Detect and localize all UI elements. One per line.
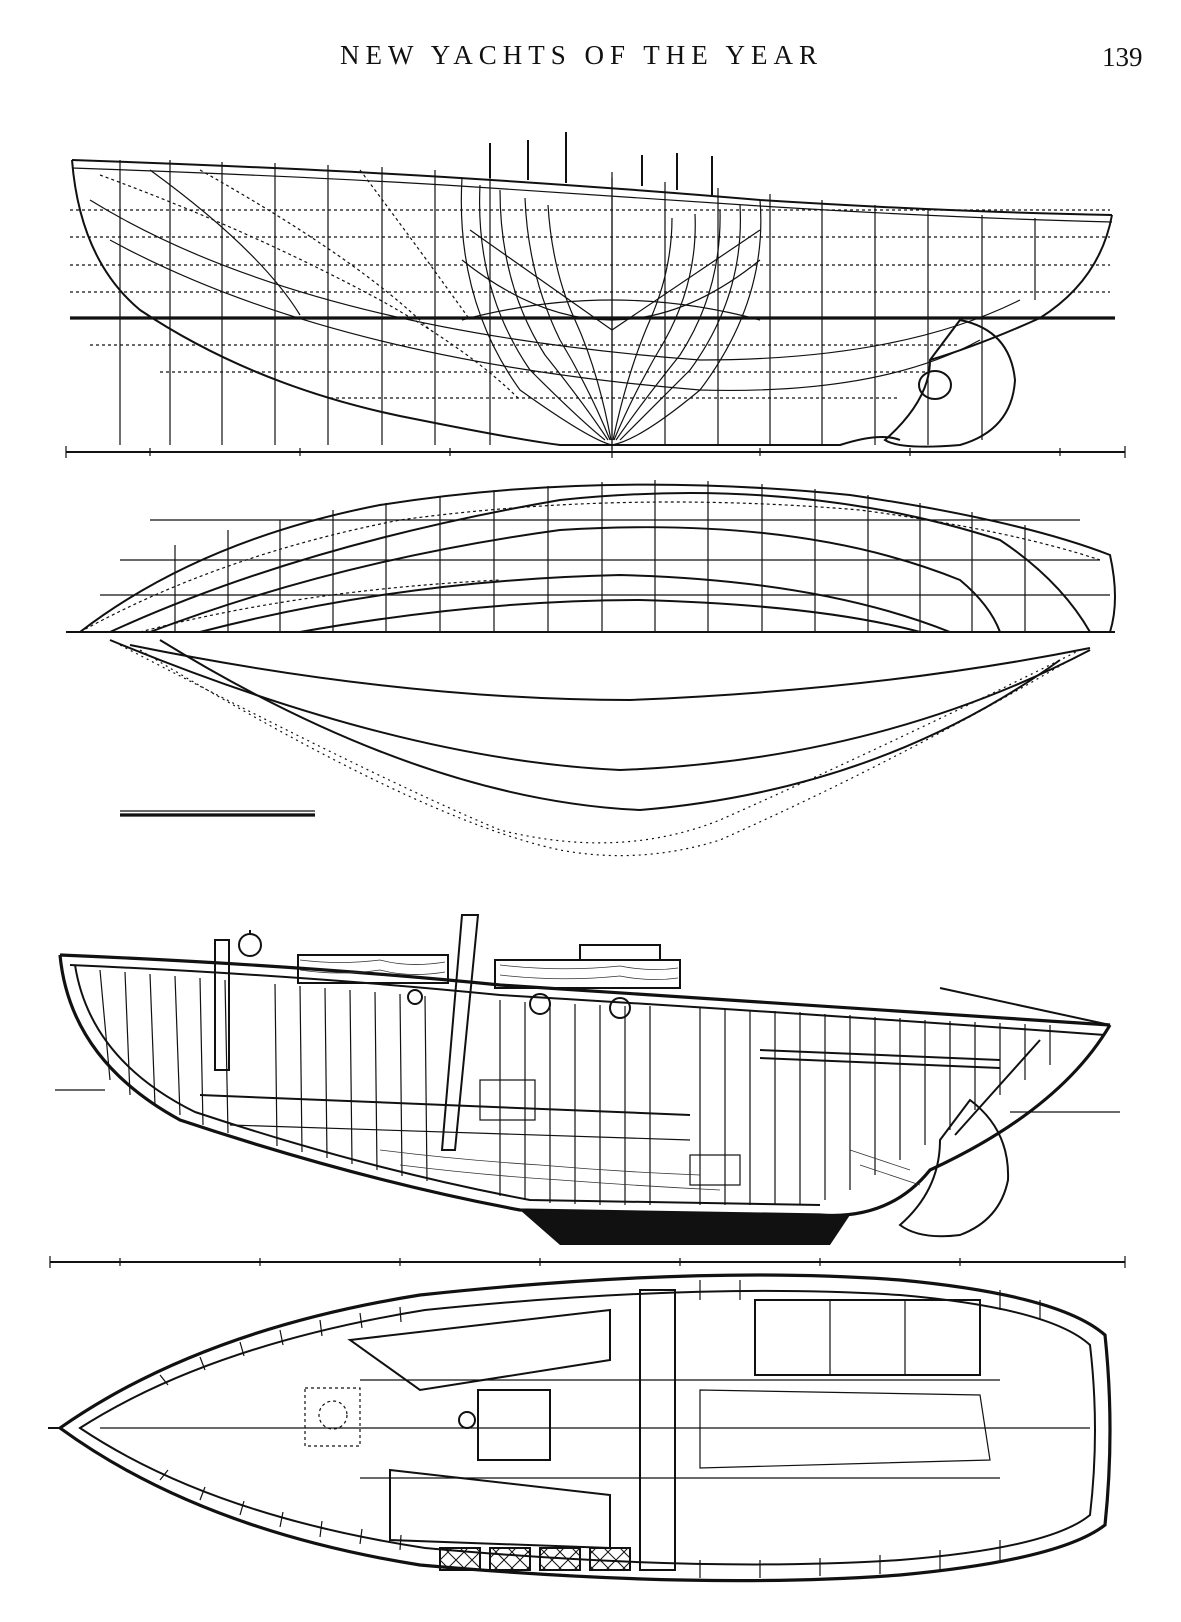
ballast-keel — [520, 1210, 850, 1245]
running-head: NEW YACHTS OF THE YEAR — [340, 40, 824, 70]
engine-hatch — [477, 1389, 551, 1461]
half-breadth-plan — [66, 480, 1116, 857]
mast — [440, 914, 480, 1151]
bulkhead — [639, 1289, 676, 1571]
page-header: NEW YACHTS OF THE YEAR 139 — [0, 40, 1181, 80]
berth-lattice-lower — [389, 1468, 611, 1550]
inboard-profile — [49, 914, 1126, 1268]
cockpit-lockers — [754, 1299, 981, 1376]
body-plan-sections — [460, 172, 762, 450]
ventilator-icon — [238, 933, 262, 957]
berth-lattice-upper — [347, 1308, 611, 1392]
lines-plan-profile — [65, 132, 1126, 458]
station-grid — [119, 160, 1036, 445]
page-number: 139 — [1102, 42, 1143, 72]
accommodation-plan — [48, 1273, 1112, 1583]
